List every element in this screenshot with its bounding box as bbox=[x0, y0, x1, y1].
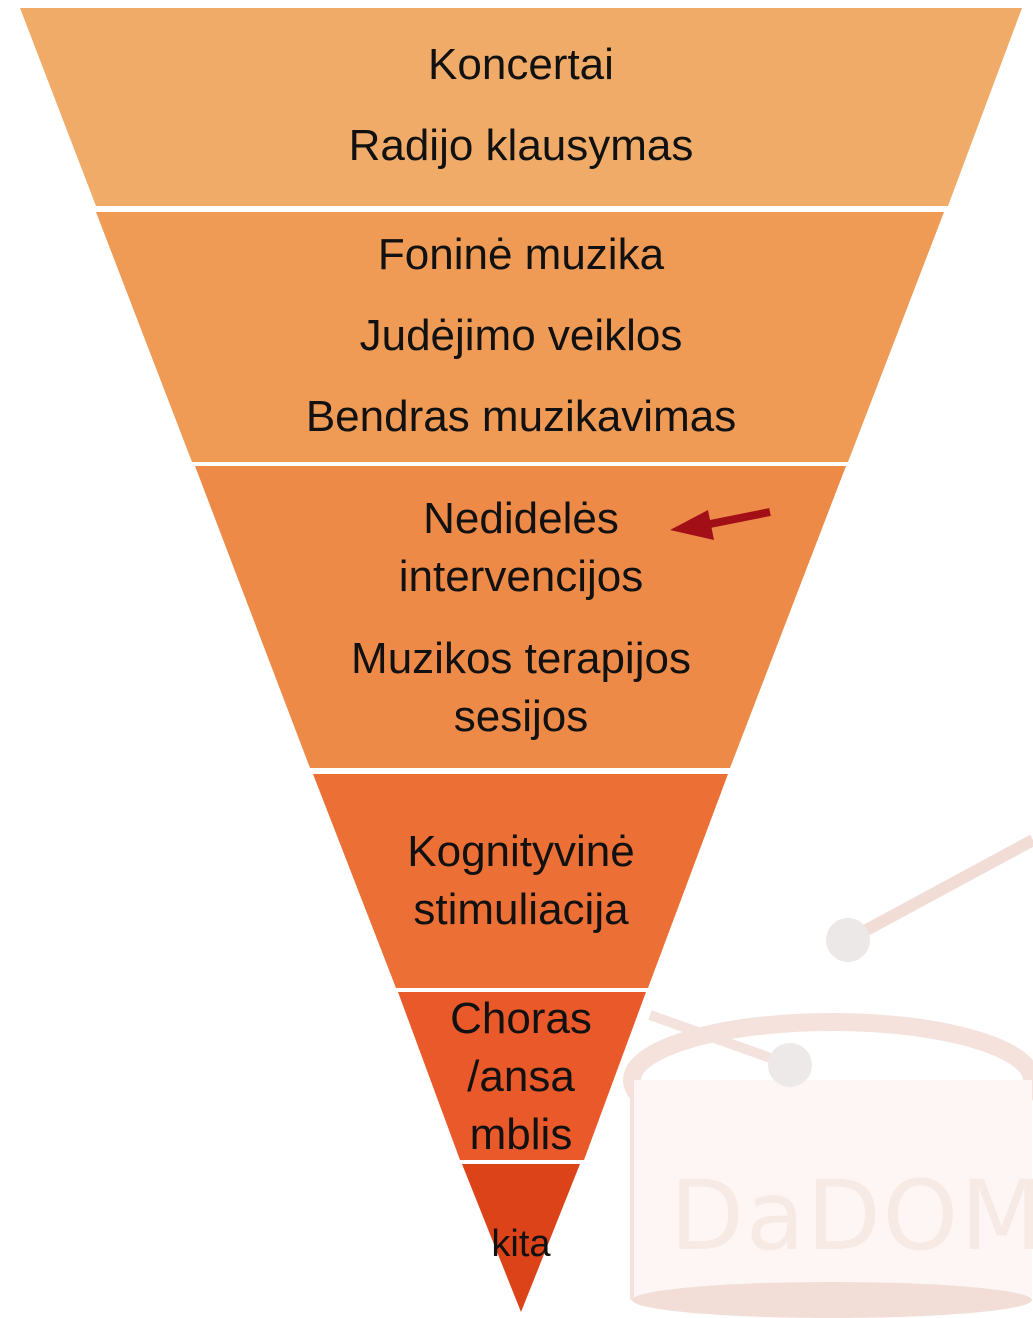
level-1-line-2: Radijo klausymas bbox=[348, 121, 694, 170]
level-1-band bbox=[20, 8, 1022, 206]
level-5-line-3: mblis bbox=[469, 1110, 573, 1159]
level-4-band bbox=[313, 774, 728, 988]
level-3-line-2: intervencijos bbox=[398, 552, 644, 601]
level-6-band bbox=[462, 1164, 580, 1312]
level-5-line-2: /ansa bbox=[467, 1052, 575, 1101]
level-1-line-1: Koncertai bbox=[428, 40, 614, 89]
level-3-band bbox=[195, 466, 846, 768]
level-2-line-1: Foninė muzika bbox=[377, 230, 665, 279]
level-3-line-3: Muzikos terapijos bbox=[351, 634, 691, 683]
level-2-line-2: Judėjimo veiklos bbox=[359, 311, 683, 360]
level-6-line-1: kita bbox=[491, 1223, 551, 1265]
level-5-band bbox=[398, 992, 646, 1160]
level-4-line-2: stimuliacija bbox=[413, 885, 629, 934]
level-2-band bbox=[96, 212, 944, 462]
level-4-line-1: Kognityvinė bbox=[407, 827, 635, 876]
level-2-line-3: Bendras muzikavimas bbox=[305, 392, 737, 441]
level-5-line-1: Choras bbox=[450, 994, 592, 1043]
watermark-text: DaDOM bbox=[670, 1160, 1033, 1272]
level-3-line-4: sesijos bbox=[453, 692, 589, 741]
arrow-icon bbox=[670, 508, 771, 540]
level-3-line-1: Nedidelės bbox=[423, 494, 619, 543]
